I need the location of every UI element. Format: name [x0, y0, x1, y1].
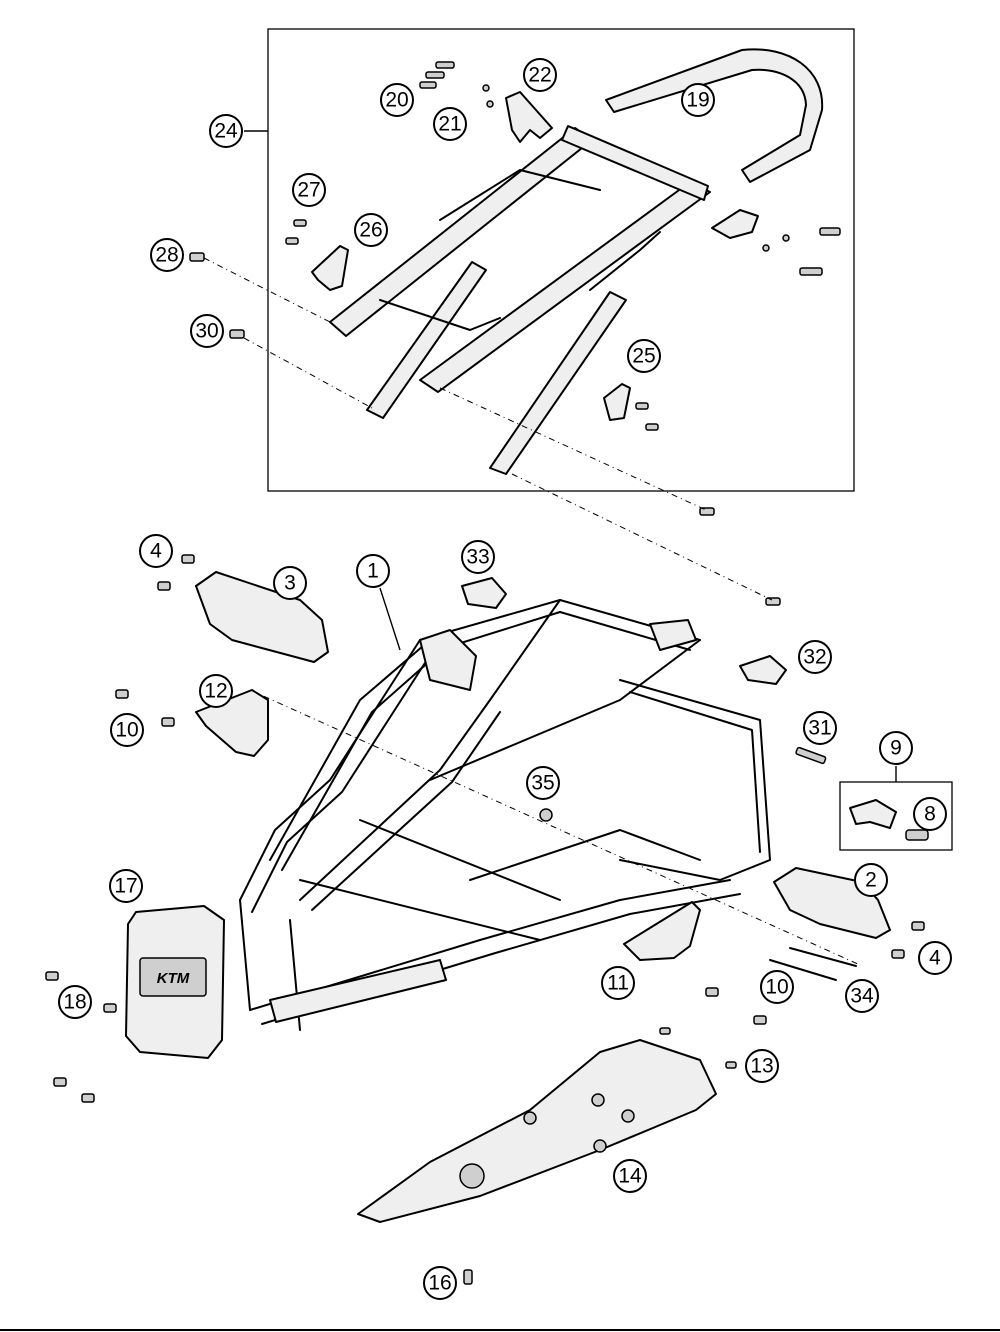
- svg-text:8: 8: [924, 803, 936, 826]
- svg-text:28: 28: [155, 244, 178, 267]
- callout-1: 1: [356, 554, 390, 588]
- callout-17: 17: [109, 869, 143, 903]
- callout-4a: 4: [139, 534, 173, 568]
- svg-text:33: 33: [466, 546, 489, 569]
- callout-9: 9: [879, 731, 913, 765]
- svg-text:19: 19: [686, 89, 709, 112]
- svg-text:1: 1: [367, 560, 379, 583]
- svg-text:3: 3: [284, 572, 296, 595]
- callout-4b: 4: [918, 941, 952, 975]
- bracket-11: [623, 901, 701, 961]
- pad-33: [461, 577, 507, 609]
- lower-bolts: [45, 554, 925, 1285]
- guard-logo: KTM: [157, 970, 190, 987]
- callout-22: 22: [523, 58, 557, 92]
- callout-2: 2: [854, 863, 888, 897]
- svg-text:9: 9: [890, 737, 902, 760]
- callout-35: 35: [526, 766, 560, 800]
- long-bolt-34b: [769, 959, 837, 981]
- svg-text:30: 30: [195, 320, 218, 343]
- bracket-right: [711, 209, 759, 239]
- svg-text:13: 13: [750, 1055, 773, 1078]
- svg-text:25: 25: [632, 345, 655, 368]
- svg-text:4: 4: [929, 947, 941, 970]
- callout-24: 24: [209, 114, 243, 148]
- svg-text:26: 26: [359, 219, 382, 242]
- callout-26: 26: [354, 213, 388, 247]
- svg-text:24: 24: [214, 120, 238, 143]
- callout-18: 18: [58, 985, 92, 1019]
- callout-20: 20: [380, 83, 414, 117]
- footrest-3: [195, 571, 329, 663]
- svg-text:31: 31: [808, 717, 831, 740]
- rear-subframe: [329, 125, 711, 475]
- callout-33: 33: [461, 540, 495, 574]
- svg-text:12: 12: [204, 680, 227, 703]
- svg-text:4: 4: [150, 540, 162, 563]
- svg-text:22: 22: [528, 64, 551, 87]
- callout-11: 11: [601, 966, 635, 1000]
- callout-21: 21: [433, 107, 467, 141]
- callout-32: 32: [798, 640, 832, 674]
- svg-text:2: 2: [865, 869, 877, 892]
- svg-text:14: 14: [618, 1165, 642, 1188]
- callout-34: 34: [845, 979, 879, 1013]
- svg-text:10: 10: [765, 976, 788, 999]
- callout-19: 19: [681, 83, 715, 117]
- svg-text:27: 27: [297, 179, 320, 202]
- bracket-22: [505, 91, 553, 143]
- svg-text:18: 18: [63, 991, 86, 1014]
- subframe-group-box: [267, 28, 855, 492]
- callout-14: 14: [613, 1159, 647, 1193]
- subframe-bolts: [189, 61, 841, 606]
- svg-text:35: 35: [531, 772, 554, 795]
- skid-plate: [357, 1039, 717, 1223]
- svg-text:34: 34: [850, 985, 874, 1008]
- nut-35: [539, 808, 553, 822]
- bracket-26: [311, 245, 349, 291]
- svg-text:32: 32: [803, 646, 826, 669]
- callout-12: 12: [199, 674, 233, 708]
- callout-30: 30: [190, 314, 224, 348]
- callout-10a: 10: [110, 713, 144, 747]
- heel-guard: [849, 799, 897, 829]
- svg-text:17: 17: [114, 875, 137, 898]
- bracket-25: [603, 383, 631, 421]
- svg-text:16: 16: [428, 1272, 451, 1295]
- callout-25: 25: [627, 339, 661, 373]
- callout-10b: 10: [760, 970, 794, 1004]
- svg-text:10: 10: [115, 719, 138, 742]
- callout-13: 13: [745, 1049, 779, 1083]
- pad-32: [739, 655, 787, 685]
- callout-3: 3: [273, 566, 307, 600]
- svg-text:11: 11: [607, 972, 629, 995]
- callout-28: 28: [150, 238, 184, 272]
- callout-16: 16: [423, 1266, 457, 1300]
- svg-text:21: 21: [438, 113, 461, 136]
- callout-31: 31: [803, 711, 837, 745]
- bolt-31: [795, 746, 827, 765]
- svg-text:20: 20: [385, 89, 408, 112]
- callout-8: 8: [913, 797, 947, 831]
- callout-27: 27: [292, 173, 326, 207]
- grab-handle: [605, 48, 824, 183]
- main-frame: [239, 599, 771, 1031]
- long-bolt-34a: [789, 947, 857, 967]
